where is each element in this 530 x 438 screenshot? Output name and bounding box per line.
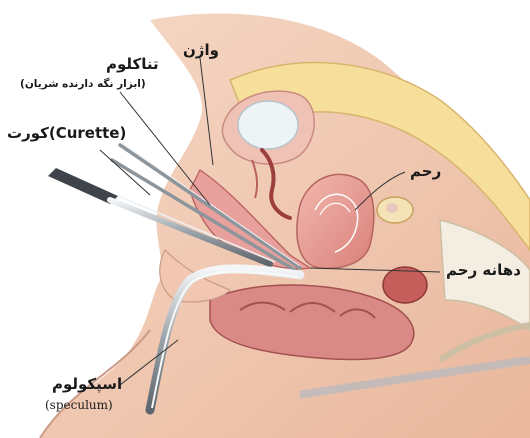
label-curette: کورت(Curette) <box>7 125 126 142</box>
label-vagina: واژن <box>183 42 219 59</box>
label-tenaculum-note: (ابزار نگه دارنده شریان) <box>20 79 146 91</box>
ovary <box>377 197 413 223</box>
label-tenaculum: تناکلوم <box>106 56 159 73</box>
label-cervix: دهانه رحم <box>446 262 521 279</box>
label-speculum: اسپکولوم <box>52 376 122 393</box>
uterus <box>297 174 374 268</box>
label-speculum-en: (speculum) <box>45 399 113 412</box>
label-uterus: رحم <box>410 163 441 180</box>
